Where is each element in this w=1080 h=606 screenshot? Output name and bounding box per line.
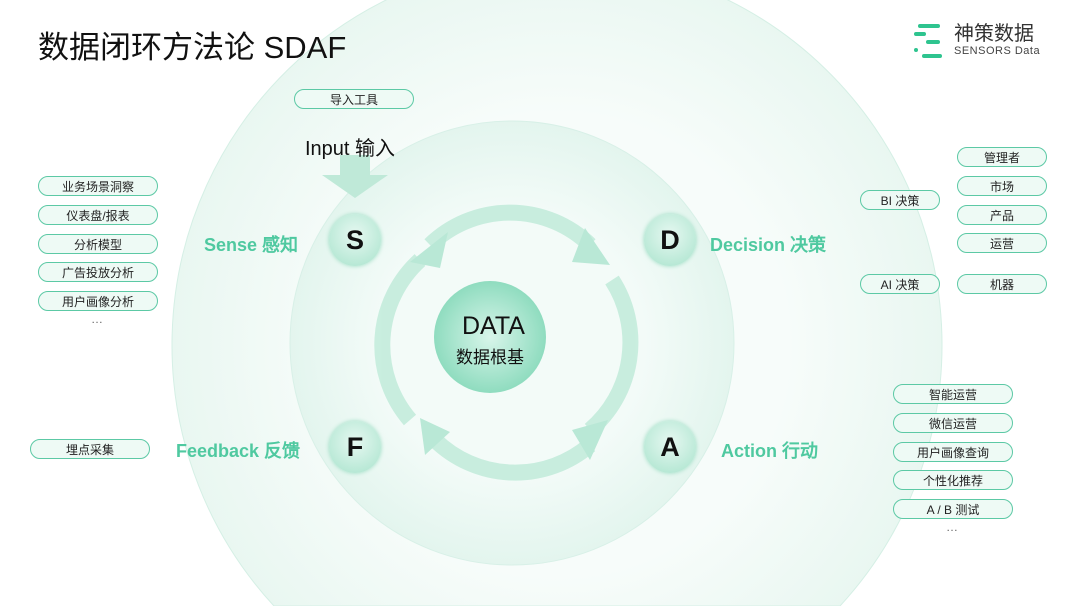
input-arrow-icon (322, 155, 388, 198)
ai-decision-pill: AI 决策 (860, 274, 940, 294)
arrow-heads (410, 228, 610, 460)
logo-icon (914, 24, 942, 58)
sense-item: 分析模型 (38, 234, 158, 254)
node-sense: S (329, 214, 381, 266)
decision-target: 运营 (957, 233, 1047, 253)
data-title: DATA (462, 312, 525, 340)
logo-en: SENSORS Data (954, 45, 1041, 57)
data-core-circle (434, 281, 546, 393)
sense-item: 广告投放分析 (38, 262, 158, 282)
page-title: 数据闭环方法论 SDAF (38, 30, 347, 65)
node-decision: D (644, 214, 696, 266)
decision-target: 管理者 (957, 147, 1047, 167)
logo-cn: 神策数据 (954, 23, 1034, 45)
action-item: A / B 测试 (893, 499, 1013, 519)
import-tool-pill: 导入工具 (294, 89, 414, 109)
feedback-item: 埋点采集 (30, 439, 150, 459)
feedback-label: Feedback 反馈 (176, 441, 301, 461)
node-feedback: F (329, 421, 381, 473)
action-label: Action 行动 (721, 441, 818, 461)
action-item: 个性化推荐 (893, 470, 1013, 490)
data-subtitle: 数据根基 (456, 348, 524, 367)
decision-target: 产品 (957, 205, 1047, 225)
bi-decision-pill: BI 决策 (860, 190, 940, 210)
decision-target: 机器 (957, 274, 1047, 294)
action-more: … (946, 520, 958, 534)
action-item: 微信运营 (893, 413, 1013, 433)
sense-label: Sense 感知 (204, 235, 299, 255)
sense-item: 业务场景洞察 (38, 176, 158, 196)
input-label: Input 输入 (305, 138, 396, 160)
sense-more: … (91, 312, 103, 326)
cycle-arrows (374, 204, 639, 481)
sense-item: 仪表盘/报表 (38, 205, 158, 225)
decision-label: Decision 决策 (710, 235, 827, 255)
action-item: 智能运营 (893, 384, 1013, 404)
sense-item: 用户画像分析 (38, 291, 158, 311)
decision-target: 市场 (957, 176, 1047, 196)
action-item: 用户画像查询 (893, 442, 1013, 462)
node-action: A (644, 421, 696, 473)
